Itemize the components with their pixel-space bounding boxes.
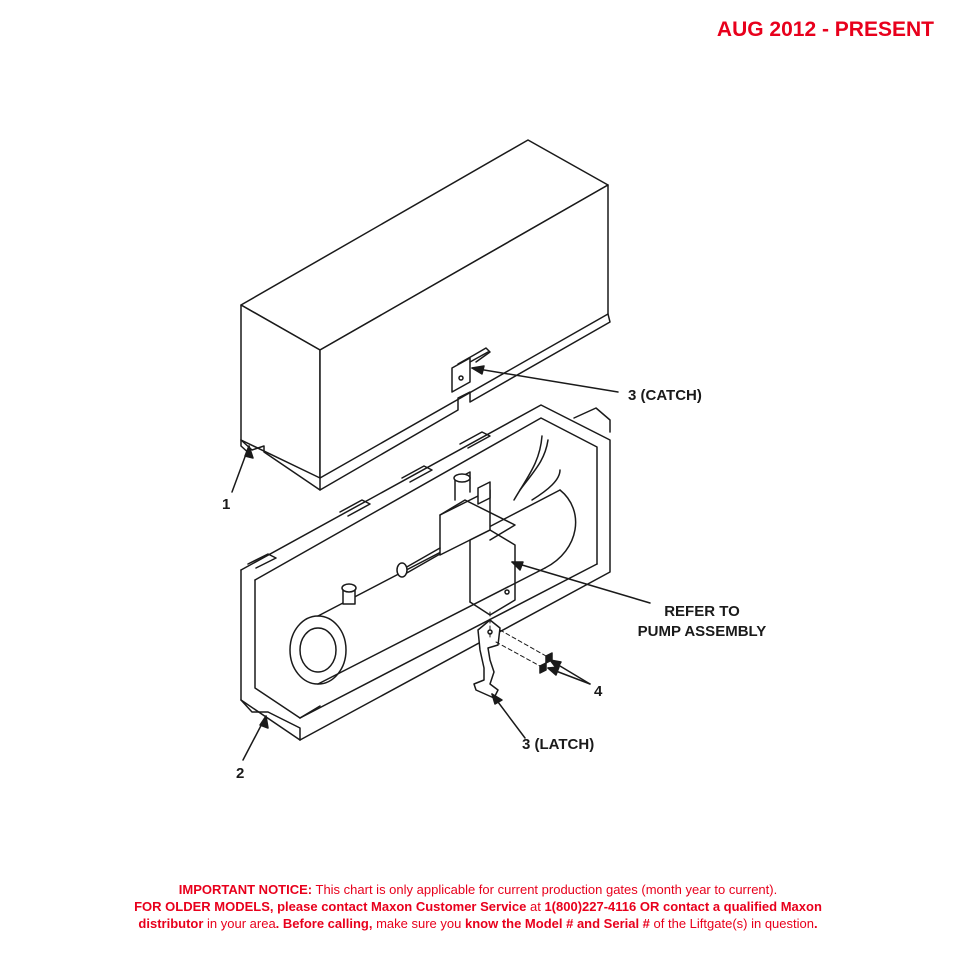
callout-catch: 3 (CATCH) bbox=[628, 387, 702, 404]
notice-l2-text1: at bbox=[526, 899, 545, 914]
notice-l3-text1: in your area bbox=[203, 916, 276, 931]
notice-line-1: IMPORTANT NOTICE: This chart is only app… bbox=[0, 881, 956, 898]
leader-lines bbox=[231, 365, 651, 761]
notice-l3-bold4: . bbox=[813, 916, 818, 931]
callout-fasteners: 4 bbox=[594, 683, 603, 700]
callout-latch: 3 (LATCH) bbox=[522, 736, 594, 753]
pump-block bbox=[396, 435, 561, 616]
notice-l1-bold: IMPORTANT NOTICE: bbox=[178, 882, 313, 897]
notice-l3-bold1: distributor bbox=[138, 916, 204, 931]
notice-l3-bold3: know the Model # and Serial # bbox=[464, 916, 650, 931]
pump-box bbox=[240, 404, 611, 741]
notice-l2-bold1: FOR OLDER MODELS, please contact Maxon C… bbox=[134, 899, 527, 914]
hidden-lines bbox=[489, 611, 547, 667]
important-notice: IMPORTANT NOTICE: This chart is only app… bbox=[0, 881, 956, 932]
notice-line-2: FOR OLDER MODELS, please contact Maxon C… bbox=[0, 898, 956, 915]
notice-l1-text: This chart is only applicable for curren… bbox=[312, 882, 778, 897]
notice-l3-bold2: . Before calling, bbox=[275, 916, 373, 931]
callout-pump-line1: REFER TO bbox=[664, 603, 740, 620]
notice-line-3: distributor in your area. Before calling… bbox=[0, 915, 956, 932]
pump-cover bbox=[240, 139, 611, 491]
catch-bracket bbox=[451, 347, 491, 393]
date-range-header: AUG 2012 - PRESENT bbox=[716, 18, 934, 41]
callout-cover: 1 bbox=[222, 496, 230, 513]
notice-l3-text2: make sure you bbox=[372, 916, 465, 931]
hydraulic-tank bbox=[289, 489, 577, 685]
latch bbox=[473, 619, 501, 699]
notice-l2-bold2: 1(800)227-4116 OR contact a qualified Ma… bbox=[544, 899, 822, 914]
callout-pump-line2: PUMP ASSEMBLY bbox=[638, 623, 767, 640]
callout-box: 2 bbox=[236, 765, 244, 782]
notice-l3-text3: of the Liftgate(s) in question bbox=[649, 916, 814, 931]
